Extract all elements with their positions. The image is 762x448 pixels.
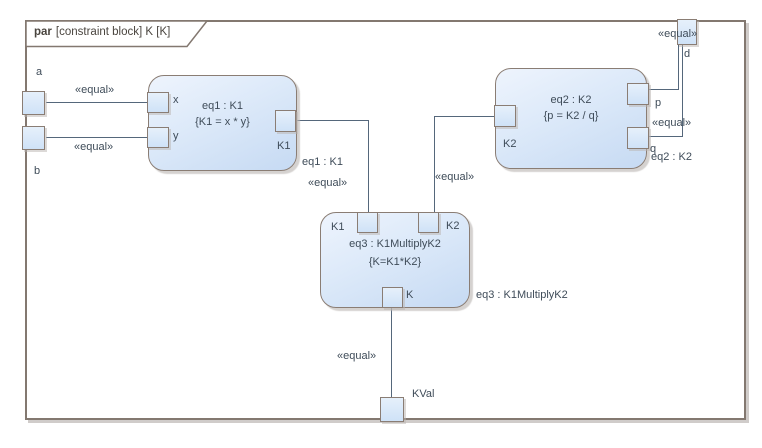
- eq3-constraint: {K=K1*K2}: [368, 256, 422, 268]
- connector-label-eq1: eq1 : K1: [302, 156, 343, 168]
- constraint-block-eq2[interactable]: eq2 : K2 {p = K2 / q} K2: [494, 68, 649, 169]
- constraint-block-eq3[interactable]: eq3 : K1MultiplyK2 {K=K1*K2} K1 K2 K: [320, 212, 470, 308]
- eq1-constraint: {K1 = x * y}: [195, 116, 250, 128]
- connector-q-horizontal[interactable]: [649, 136, 683, 137]
- eq3-port-k-label: K: [406, 289, 414, 301]
- equal-label-k2: «equal»: [435, 171, 475, 183]
- connector-q-vertical[interactable]: [682, 45, 683, 137]
- connector-k-kval[interactable]: [391, 307, 392, 398]
- equal-label-a-x: «equal»: [75, 84, 115, 96]
- eq2-port-q[interactable]: [627, 127, 649, 149]
- eq3-port-k2[interactable]: [418, 212, 439, 233]
- connector-p-vertical[interactable]: [678, 45, 679, 90]
- connector-label-eq3: eq3 : K1MultiplyK2: [476, 289, 568, 301]
- frame-tab: [25, 20, 209, 48]
- eq3-port-k1[interactable]: [357, 212, 378, 233]
- eq2-port-k2-label: K2: [503, 138, 517, 150]
- eq2-port-p-label: p: [655, 97, 662, 109]
- eq3-port-k[interactable]: [382, 287, 403, 308]
- eq1-port-x[interactable]: [147, 92, 169, 113]
- boundary-port-d[interactable]: [677, 19, 697, 45]
- tab-context: [constraint block] K [K]: [55, 26, 171, 38]
- boundary-port-a-label: a: [36, 66, 43, 78]
- eq2-port-q-label: q: [650, 143, 657, 155]
- connector-k2-horizontal[interactable]: [434, 116, 495, 117]
- boundary-port-kval-label: KVal: [412, 388, 435, 400]
- connector-k1-vertical[interactable]: [368, 120, 369, 213]
- equal-label-q-d: «equal»: [652, 117, 692, 129]
- equal-label-k1: «equal»: [308, 177, 348, 189]
- frame-tab-title: par[constraint block] K [K]: [34, 26, 170, 38]
- connector-a-x[interactable]: [46, 102, 147, 103]
- boundary-port-kval[interactable]: [380, 397, 404, 422]
- eq1-port-x-label: x: [173, 94, 179, 106]
- eq3-name: eq3 : K1MultiplyK2: [349, 238, 441, 250]
- eq1-port-k1-label: K1: [277, 140, 291, 152]
- connector-label-eq2: eq2 : K2: [651, 151, 692, 163]
- boundary-port-d-label: d: [684, 48, 691, 60]
- connector-k2-vertical[interactable]: [434, 116, 435, 213]
- equal-label-p-d: «equal»: [658, 28, 698, 40]
- equal-label-b-y: «equal»: [74, 141, 114, 153]
- eq2-name: eq2 : K2: [550, 94, 592, 106]
- eq2-port-k2[interactable]: [494, 105, 516, 127]
- tab-keyword: par: [34, 26, 52, 38]
- boundary-port-a[interactable]: [22, 91, 45, 115]
- eq1-port-y-label: y: [173, 130, 179, 142]
- equal-label-kval: «equal»: [337, 350, 377, 362]
- eq2-port-p[interactable]: [627, 83, 649, 105]
- eq1-port-k1[interactable]: [275, 110, 296, 132]
- eq3-port-k2-label: K2: [446, 220, 460, 232]
- connector-p-horizontal[interactable]: [649, 89, 679, 90]
- constraint-block-eq1[interactable]: eq1 : K1 {K1 = x * y} x y K1: [147, 75, 297, 171]
- connector-k1-horizontal[interactable]: [295, 120, 369, 121]
- connector-b-y[interactable]: [46, 137, 147, 138]
- eq2-constraint: {p = K2 / q}: [543, 110, 599, 122]
- boundary-port-b[interactable]: [22, 126, 45, 150]
- eq1-name: eq1 : K1: [202, 100, 243, 112]
- eq1-port-y[interactable]: [147, 127, 169, 148]
- boundary-port-b-label: b: [34, 165, 41, 177]
- eq3-port-k1-label: K1: [331, 221, 345, 233]
